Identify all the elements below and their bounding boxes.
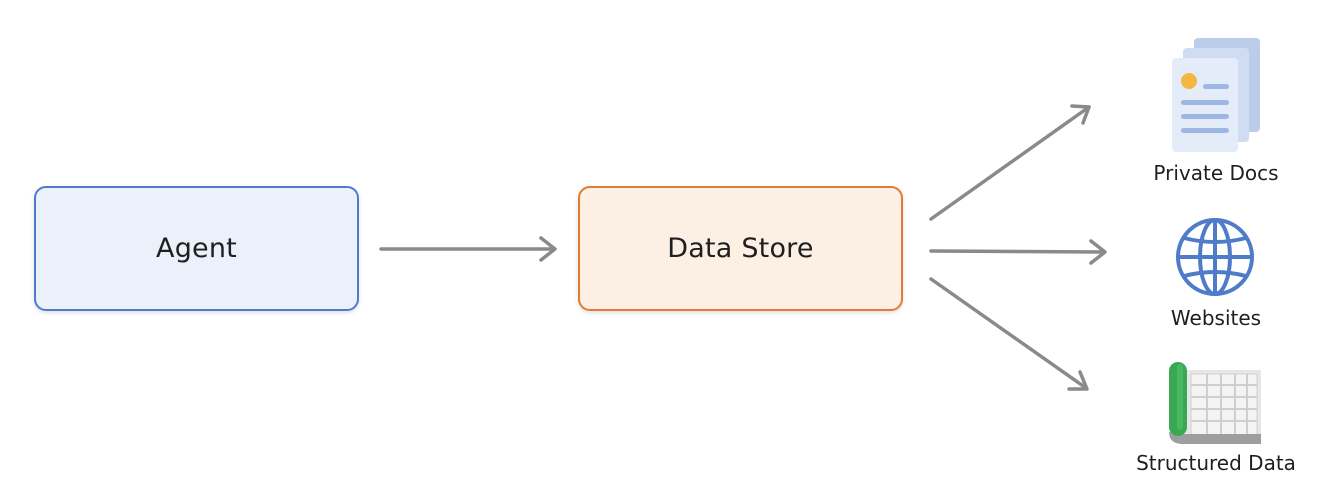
documents-icon bbox=[1172, 38, 1260, 152]
arrow-store-to-docs bbox=[929, 105, 1091, 221]
spreadsheet-icon bbox=[1169, 362, 1261, 444]
globe-icon bbox=[1176, 218, 1254, 296]
data-store-label: Data Store bbox=[667, 233, 814, 264]
structured-data-label: Structured Data bbox=[1136, 451, 1296, 475]
arrowhead-store-to-websites bbox=[1089, 239, 1107, 265]
private-docs-label: Private Docs bbox=[1153, 161, 1279, 185]
arrow-store-to-websites bbox=[929, 249, 1106, 254]
agent-label: Agent bbox=[156, 233, 237, 264]
arrowhead-agent-to-store bbox=[539, 236, 557, 262]
arrow-store-to-structured bbox=[929, 277, 1088, 390]
arrowhead-store-to-docs bbox=[1070, 104, 1091, 125]
arrowhead-store-to-structured bbox=[1067, 370, 1089, 391]
websites-label: Websites bbox=[1170, 306, 1262, 330]
agent-node: Agent bbox=[34, 186, 359, 311]
data-store-node: Data Store bbox=[578, 186, 903, 311]
